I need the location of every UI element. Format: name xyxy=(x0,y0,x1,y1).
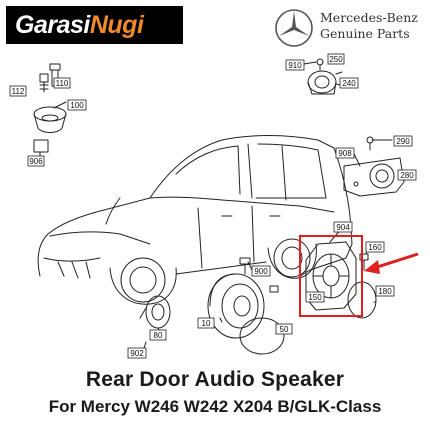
callout-290: 290 xyxy=(396,137,410,146)
callout-904: 904 xyxy=(336,223,350,232)
part-160-screw xyxy=(359,253,369,271)
callout-10: 10 xyxy=(202,319,211,328)
callout-110: 110 xyxy=(56,79,69,88)
maker-subtitle: Genuine Parts xyxy=(320,26,410,41)
callout-906: 906 xyxy=(29,157,43,166)
part-900-screw xyxy=(239,257,279,293)
callout-180: 180 xyxy=(378,287,392,296)
callout-910: 910 xyxy=(288,61,302,70)
parts-diagram: 112 110 100 906 910 250 240 290 908 280 … xyxy=(9,53,419,359)
shop-logo-text-suffix: Nugi xyxy=(89,10,144,39)
callout-50: 50 xyxy=(280,325,289,334)
callout-150: 150 xyxy=(308,293,322,302)
shop-logo-text-prefix: Garasi xyxy=(15,10,90,39)
callout-908: 908 xyxy=(338,149,352,158)
callout-160: 160 xyxy=(368,243,382,252)
callout-900: 900 xyxy=(254,267,268,276)
part-280-speaker-housing xyxy=(343,136,405,197)
part-112-screw xyxy=(39,73,49,93)
callout-250: 250 xyxy=(329,55,343,64)
part-150-rear-door-speaker xyxy=(305,241,357,311)
highlight-arrow xyxy=(373,252,419,270)
mercedes-brand: Mercedes-Benz Genuine Parts xyxy=(274,8,424,48)
maker-name: Mercedes-Benz xyxy=(320,10,418,25)
mercedes-star-icon xyxy=(275,9,313,47)
highlight-arrowhead xyxy=(364,260,380,274)
part-100-speaker xyxy=(33,106,67,153)
callout-80: 80 xyxy=(154,331,163,340)
callout-100: 100 xyxy=(70,101,84,110)
part-240-dash-speaker xyxy=(307,58,337,95)
part-50-grille xyxy=(239,317,285,355)
callout-280: 280 xyxy=(400,171,414,180)
callout-902: 902 xyxy=(130,349,144,358)
product-title: Rear Door Audio Speaker xyxy=(85,368,345,391)
part-80-tweeter xyxy=(139,295,171,329)
callout-240: 240 xyxy=(342,79,356,88)
part-10-speaker xyxy=(207,273,265,339)
highlight-box xyxy=(299,235,363,317)
callout-112: 112 xyxy=(12,87,25,96)
product-subtitle: For Mercy W246 W242 X204 B/GLK-Class xyxy=(48,397,382,416)
car-illustration xyxy=(37,135,353,305)
